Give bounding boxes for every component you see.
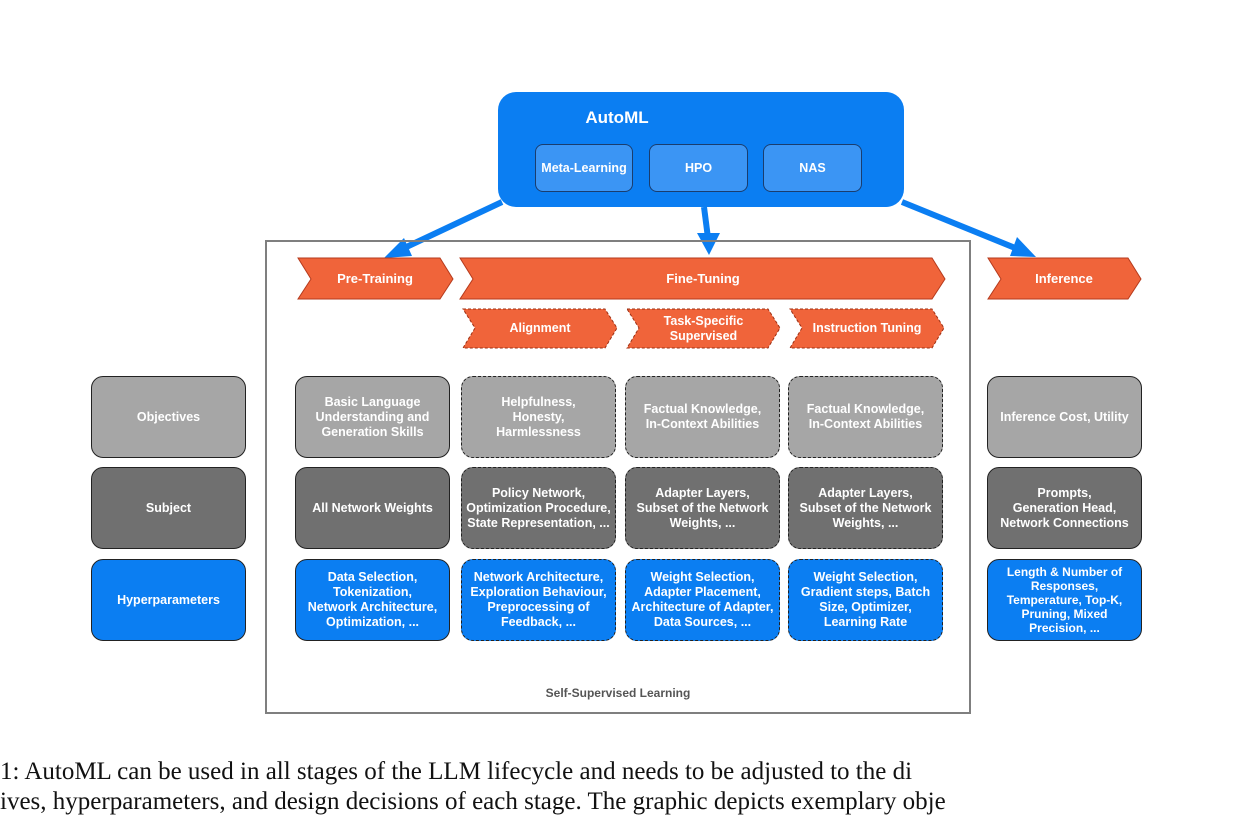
pre-training-chevron — [297, 257, 454, 300]
alignment-objectives: Helpfulness, Honesty, Harmlessness — [461, 376, 616, 458]
method-nas: NAS — [763, 144, 862, 192]
arrow-to-inference — [900, 199, 1022, 253]
instruction-tuning-objectives: Factual Knowledge, In-Context Abilities — [788, 376, 943, 458]
alignment-chevron — [462, 308, 618, 349]
inference-hyperparameters: Length & Number of Responses, Temperatur… — [987, 559, 1142, 641]
inference-subject: Prompts, Generation Head, Network Connec… — [987, 467, 1142, 549]
task-specific-objectives: Factual Knowledge, In-Context Abilities — [625, 376, 780, 458]
row-label-objectives: Objectives — [91, 376, 246, 458]
caption-line-1: 1: AutoML can be used in all stages of t… — [0, 758, 913, 785]
pretraining-objectives: Basic Language Understanding and Generat… — [295, 376, 450, 458]
alignment-subject: Policy Network, Optimization Procedure, … — [461, 467, 616, 549]
alignment-label: Alignment — [509, 321, 571, 335]
fine-tuning-chevron — [459, 257, 946, 300]
task-specific-label: Task-Specific Supervised — [663, 313, 744, 343]
self-supervised-frame — [265, 240, 971, 714]
method-meta-learning: Meta-Learning — [535, 144, 633, 192]
arrow-to-pre-training — [398, 199, 504, 253]
instruction-tuning-subject: Adapter Layers, Subset of the Network We… — [788, 467, 943, 549]
arrow-to-fine-tuning — [701, 206, 711, 239]
method-hpo: HPO — [649, 144, 748, 192]
instruction-tuning-label: Instruction Tuning — [812, 321, 922, 335]
caption-line-2: ives, hyperparameters, and design decisi… — [0, 788, 946, 815]
instruction-tuning-chevron — [789, 308, 945, 349]
pretraining-subject: All Network Weights — [295, 467, 450, 549]
alignment-hyperparameters: Network Architecture, Exploration Behavi… — [461, 559, 616, 641]
arrowhead-pre-training — [384, 238, 412, 258]
pre-training-label: Pre-Training — [337, 271, 413, 286]
arrowhead-fine-tuning — [697, 233, 720, 255]
inference-chevron — [987, 257, 1142, 300]
task-specific-hyperparameters: Weight Selection, Adapter Placement, Arc… — [625, 559, 780, 641]
task-specific-subject: Adapter Layers, Subset of the Network We… — [625, 467, 780, 549]
row-label-hyperparameters: Hyperparameters — [91, 559, 246, 641]
row-label-subject: Subject — [91, 467, 246, 549]
self-supervised-label: Self-Supervised Learning — [545, 686, 691, 700]
pretraining-hyperparameters: Data Selection, Tokenization, Network Ar… — [295, 559, 450, 641]
fine-tuning-label: Fine-Tuning — [666, 271, 740, 286]
automl-arrows — [384, 199, 1036, 258]
inference-objectives: Inference Cost, Utility — [987, 376, 1142, 458]
arrowhead-inference — [1010, 237, 1036, 257]
inference-label: Inference — [1035, 271, 1093, 286]
task-specific-chevron — [626, 308, 781, 349]
instruction-tuning-hyperparameters: Weight Selection, Gradient steps, Batch … — [788, 559, 943, 641]
automl-title: AutoML — [585, 108, 649, 127]
